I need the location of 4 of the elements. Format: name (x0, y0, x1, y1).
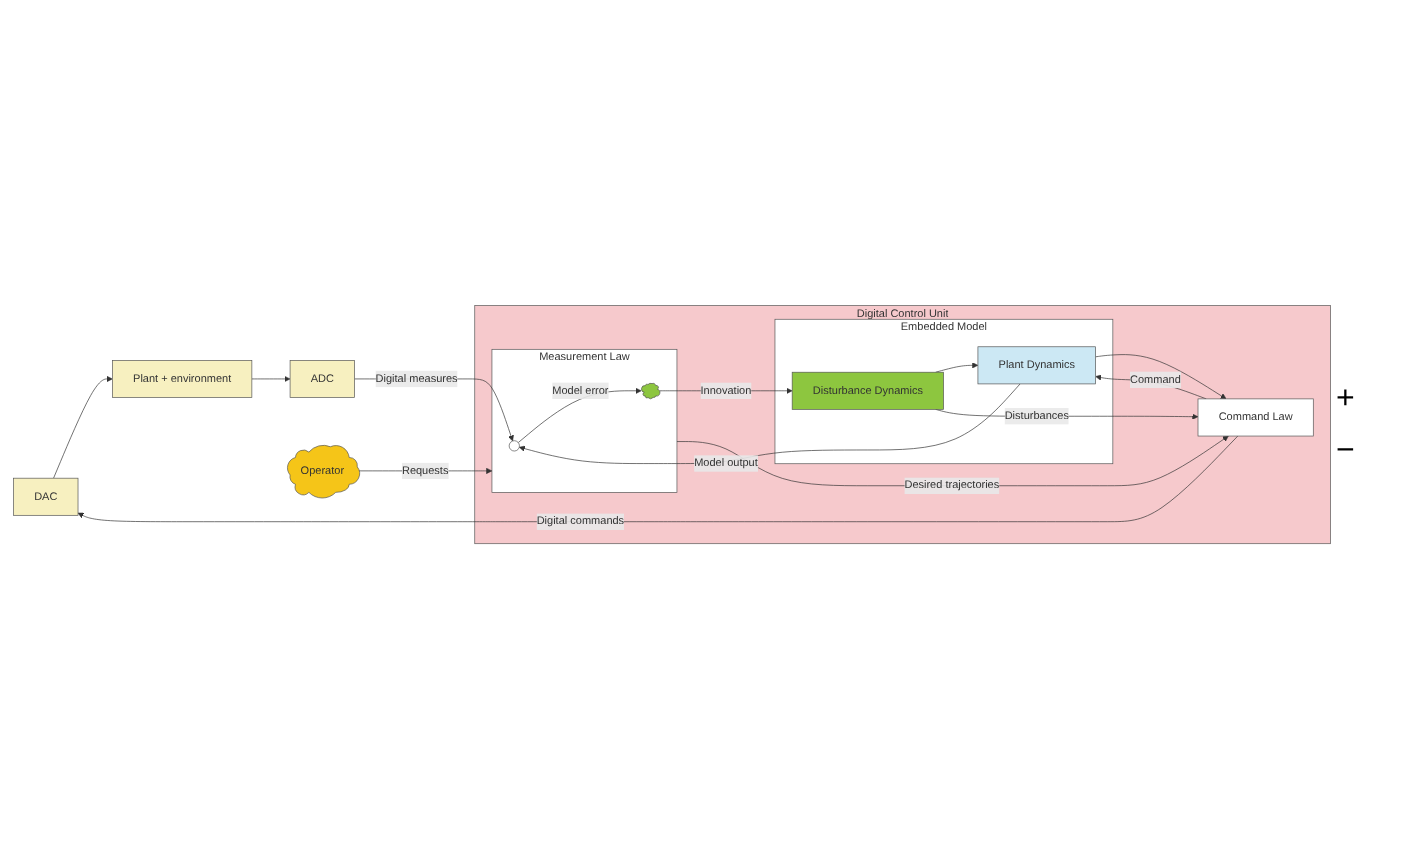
sign-label: − (1336, 433, 1357, 469)
sign-label: + (1336, 381, 1357, 417)
node-cloud (641, 383, 661, 400)
node-circle (508, 440, 520, 452)
